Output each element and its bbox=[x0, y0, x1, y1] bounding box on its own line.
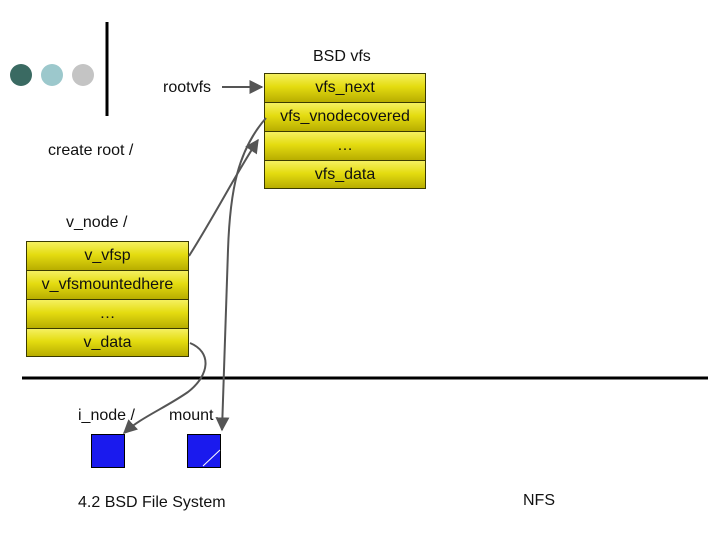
create-root-label: create root / bbox=[48, 142, 134, 159]
vfs-field-vnodecovered: vfs_vnodecovered bbox=[264, 102, 426, 132]
arrow-vdata-to-inode bbox=[122, 342, 207, 434]
inode-square bbox=[91, 434, 125, 468]
vnode-field-ellipsis: … bbox=[26, 299, 189, 329]
arrow-vfsp-to-vfs bbox=[188, 138, 259, 257]
decor-dot-dark bbox=[10, 64, 32, 86]
mount-square bbox=[187, 434, 221, 468]
vfs-field-next: vfs_next bbox=[264, 73, 426, 103]
rootvfs-label: rootvfs bbox=[163, 79, 212, 96]
mount-label: mount bbox=[169, 407, 214, 424]
vnode-field-vfsp: v_vfsp bbox=[26, 241, 189, 271]
footer-left-label: 4.2 BSD File System bbox=[78, 494, 226, 511]
vfs-field-ellipsis: … bbox=[264, 131, 426, 161]
arrow-vnodecovered-to-mount bbox=[215, 117, 267, 432]
decor-dot-light bbox=[72, 64, 94, 86]
mount-square-diagonal bbox=[202, 449, 221, 467]
vnode-label: v_node / bbox=[66, 214, 128, 231]
inode-label: i_node / bbox=[78, 407, 135, 424]
bsd-vfs-title: BSD vfs bbox=[313, 48, 371, 65]
vnode-field-data: v_data bbox=[26, 328, 189, 357]
decor-dot-mid bbox=[41, 64, 63, 86]
footer-right-label: NFS bbox=[523, 492, 555, 509]
vfs-field-data: vfs_data bbox=[264, 160, 426, 189]
